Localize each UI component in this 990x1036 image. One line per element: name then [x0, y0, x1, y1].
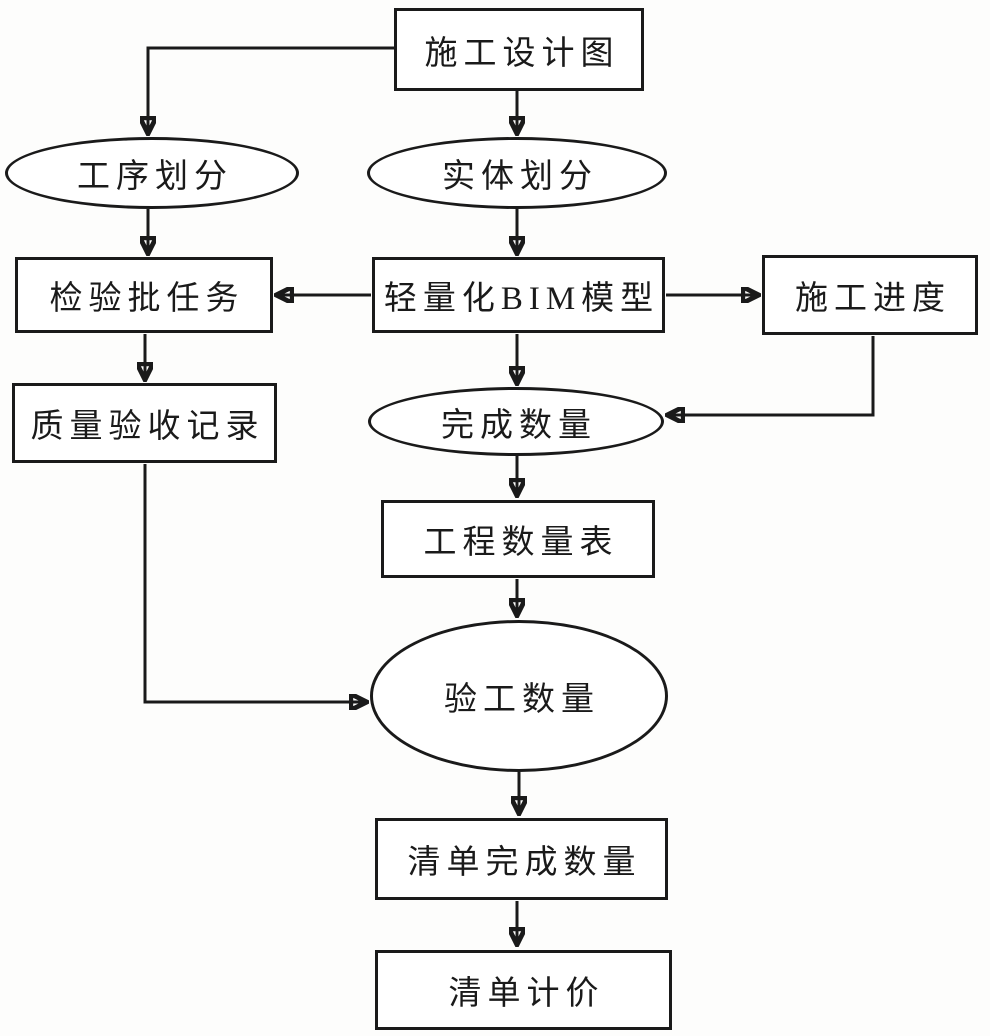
node-list-pricing: 清单计价: [375, 950, 672, 1030]
node-completed-quantity: 完成数量: [368, 387, 664, 456]
node-engineering-quantity-table: 工程数量表: [381, 500, 655, 578]
node-quality-acceptance-record: 质量验收记录: [12, 383, 277, 463]
node-construction-progress: 施工进度: [762, 255, 978, 335]
node-construction-design-drawing: 施工设计图: [394, 8, 644, 91]
node-entity-division: 实体划分: [367, 137, 667, 209]
node-process-division: 工序划分: [5, 137, 299, 209]
edge-progress-to-completed-quantity: [668, 336, 875, 415]
node-work-acceptance-quantity: 验工数量: [370, 620, 668, 772]
node-list-completed-quantity: 清单完成数量: [375, 818, 668, 900]
edge-design-to-process-division: [148, 46, 400, 133]
node-inspection-batch-task: 检验批任务: [15, 257, 273, 333]
node-lightweight-bim-model: 轻量化BIM模型: [372, 257, 665, 333]
edge-quality-record-to-acceptance: [143, 464, 366, 702]
